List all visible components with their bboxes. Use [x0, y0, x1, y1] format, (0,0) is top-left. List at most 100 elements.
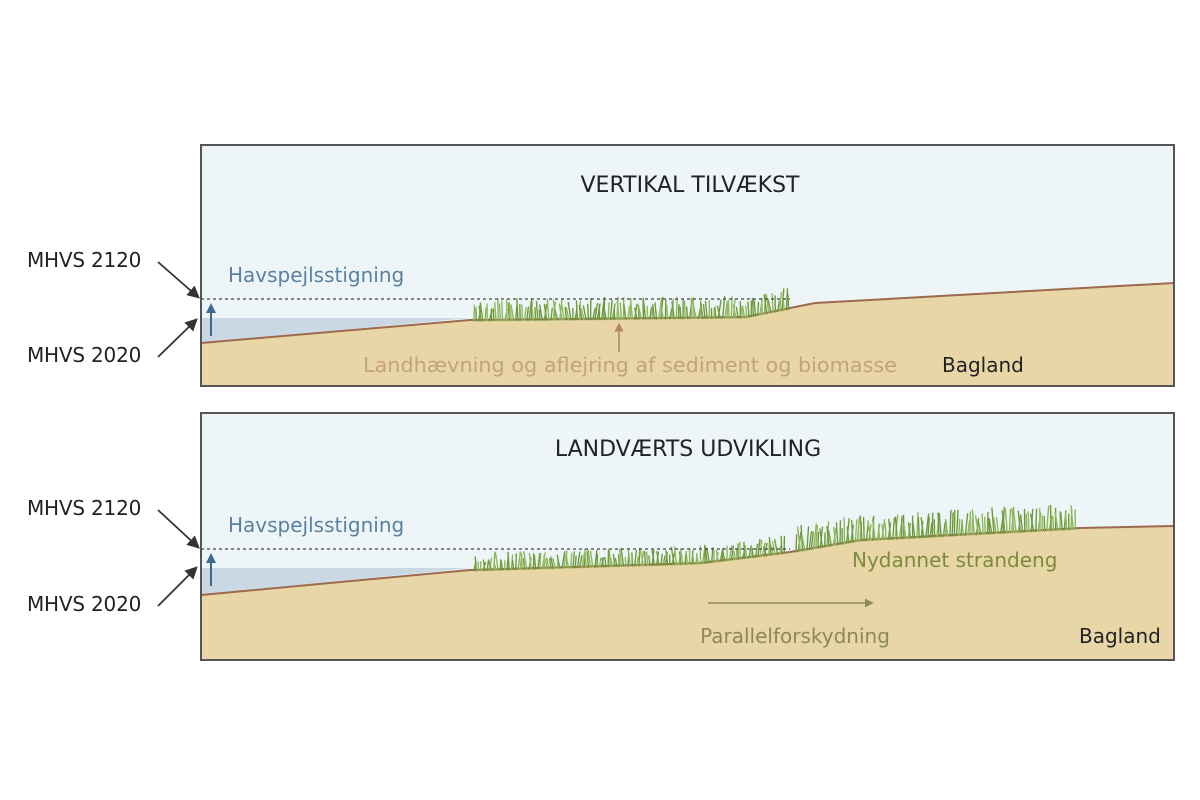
grass-blade: [846, 526, 850, 544]
pointer-arrow-future-2: [157, 509, 200, 549]
grass-blade: [819, 528, 824, 549]
grass-blade: [517, 551, 522, 571]
grass-blade: [761, 297, 763, 316]
grass-blade: [722, 549, 726, 562]
grass-blade: [523, 306, 527, 322]
grass-blade: [984, 516, 986, 535]
grass-blade: [531, 309, 535, 321]
panel-landward-migration: LANDVÆRTS UDVIKLING Havspejlsstigning Ny…: [200, 412, 1175, 661]
grass-blade: [575, 300, 579, 321]
panel-2-ground-surface: [200, 525, 1175, 596]
grass-blade: [938, 512, 942, 538]
grass-blade: [912, 521, 916, 539]
grass-blade: [565, 307, 570, 321]
grass-blade: [1017, 510, 1022, 533]
grass-blade: [482, 559, 486, 572]
grass-blade: [662, 555, 666, 566]
grass-blade: [522, 558, 526, 570]
grass-blade: [510, 554, 514, 571]
grass-blade: [716, 305, 722, 319]
panel-2-title: LANDVÆRTS UDVIKLING: [555, 437, 821, 462]
panel-2-hinterland-label: Bagland: [1079, 624, 1161, 648]
grass-blade: [779, 291, 783, 312]
grass-blade: [592, 307, 596, 321]
grass-blade: [660, 307, 664, 320]
grass-blade: [748, 545, 752, 559]
grass-blade: [651, 549, 656, 567]
grass-blade: [854, 519, 858, 543]
grass-blade: [761, 542, 766, 558]
grass-blade: [717, 299, 722, 319]
grass-blade: [607, 302, 610, 321]
panel-1-frame: [200, 144, 1175, 387]
grass-blade: [535, 300, 539, 321]
grass-blade: [702, 304, 706, 320]
grass-blade: [929, 522, 933, 538]
grass-blade: [586, 550, 590, 569]
grass-blade: [664, 299, 667, 320]
grass-blade: [859, 515, 863, 542]
grass-blade: [581, 551, 586, 569]
grass-blade: [806, 526, 810, 551]
grass-blade: [564, 306, 568, 321]
grass-blade: [785, 288, 789, 311]
grass-blade: [961, 519, 964, 537]
grass-blade: [637, 304, 642, 320]
grass-blade: [546, 298, 550, 321]
level-label-present-2: MHVS 2020: [27, 592, 142, 616]
grass-blade: [988, 517, 991, 535]
grass-blade: [981, 513, 984, 535]
grass-blade: [600, 299, 605, 321]
grass-blade: [660, 553, 663, 566]
grass-blade: [488, 560, 493, 571]
grass-blade: [683, 300, 686, 320]
grass-blade: [538, 309, 541, 321]
grass-blade: [969, 511, 972, 536]
grass-blade: [833, 526, 837, 546]
grass-blade: [587, 549, 592, 568]
grass-blade: [715, 549, 719, 563]
grass-blade: [774, 538, 779, 556]
grass-blade: [751, 297, 755, 317]
grass-blade: [1008, 508, 1012, 534]
grass-blade: [619, 549, 623, 568]
grass-blade: [583, 557, 586, 569]
grass-blade: [815, 525, 818, 550]
grass-blade: [835, 522, 839, 546]
grass-blade: [927, 516, 930, 538]
grass-blade: [665, 550, 669, 566]
grass-blade: [1004, 508, 1008, 534]
grass-blade: [770, 545, 774, 556]
grass-blade: [561, 551, 566, 569]
grass-blade: [498, 303, 502, 322]
panel-1-process-label: Landhævning og aflejring af sediment og …: [363, 353, 897, 377]
grass-blade: [533, 554, 537, 570]
grass-blade: [768, 537, 772, 556]
grass-blade: [771, 293, 774, 314]
grass-blade: [669, 306, 673, 320]
panel-2-process-label: Parallelforskydning: [700, 624, 890, 648]
grass-blade: [526, 306, 530, 322]
grass-blade: [678, 551, 682, 566]
grass-blade: [765, 293, 770, 314]
grass-blade: [645, 551, 649, 567]
grass-blade: [735, 548, 738, 561]
grass-blade: [767, 298, 772, 314]
grass-blade: [903, 522, 907, 540]
grass-blade: [629, 298, 634, 320]
grass-blade: [679, 306, 682, 320]
grass-blade: [1070, 505, 1074, 531]
grass-blade: [1054, 511, 1059, 531]
grass-blade: [796, 526, 802, 552]
grass-blade: [862, 516, 865, 542]
grass-blade: [724, 300, 728, 319]
grass-blade: [1027, 511, 1030, 533]
grass-blade: [613, 308, 616, 321]
level-label-future-2: MHVS 2120: [27, 496, 142, 520]
grass-blade: [530, 300, 533, 321]
grass-blade: [757, 538, 761, 558]
grass-blade: [753, 299, 757, 317]
grass-blade: [867, 519, 872, 542]
grass-blade: [570, 552, 573, 569]
